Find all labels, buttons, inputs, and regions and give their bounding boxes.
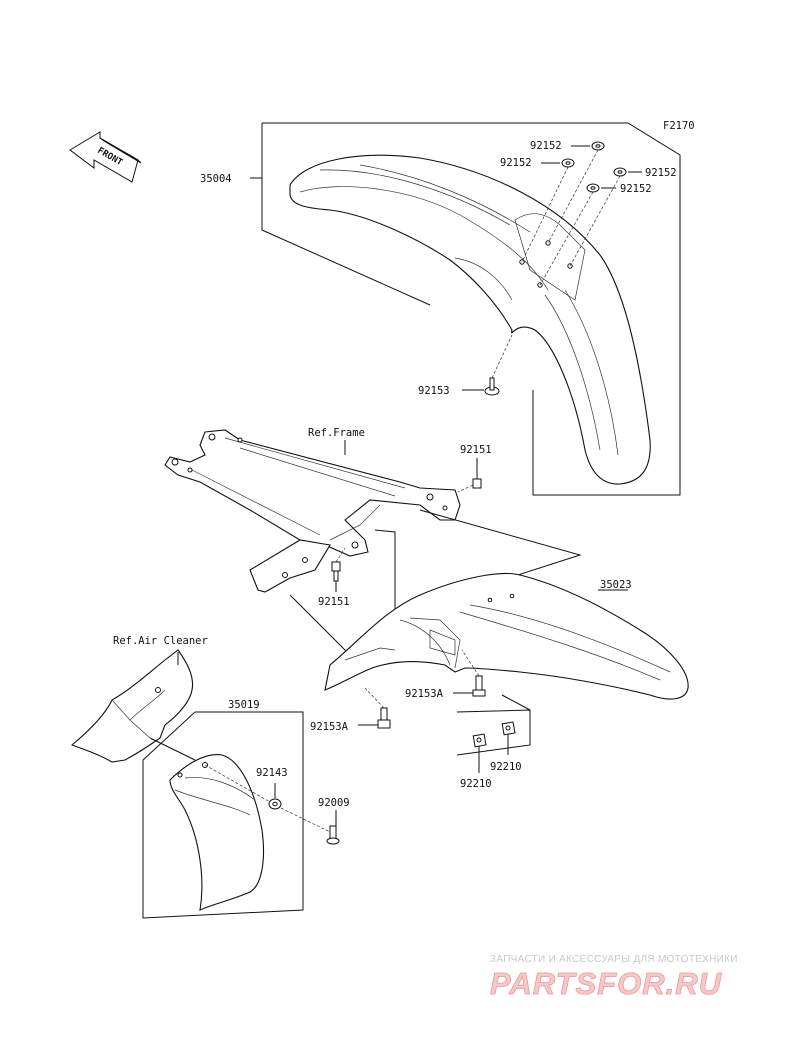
nut-92210-left — [472, 733, 487, 773]
label-92152-d: 92152 — [620, 183, 652, 195]
mud-guard — [169, 754, 265, 911]
screw-92009 — [280, 807, 340, 845]
front-fender-group-box — [262, 122, 681, 496]
bolt-92153 — [462, 334, 513, 396]
label-92153: 92153 — [418, 385, 450, 397]
label-35004: 35004 — [200, 173, 232, 185]
label-92210-right: 92210 — [490, 761, 522, 773]
label-92152-c: 92152 — [645, 167, 677, 179]
label-92152-b: 92152 — [500, 157, 532, 169]
nut-group-box — [456, 709, 531, 756]
label-92009: 92009 — [318, 797, 350, 809]
label-35023: 35023 — [600, 579, 632, 591]
washer-92143 — [204, 764, 282, 810]
mud-guard-group-box — [142, 711, 304, 919]
label-92210-left: 92210 — [460, 778, 492, 790]
ref-frame-label: Ref.Frame — [308, 427, 365, 439]
label-35019: 35019 — [228, 699, 260, 711]
rear-fender — [324, 572, 689, 700]
air-cleaner-housing — [70, 649, 194, 763]
front-fender-group-box-left — [261, 123, 431, 306]
label-92153A-left: 92153A — [310, 721, 349, 733]
grommets-92152 — [521, 141, 642, 286]
front-fender — [289, 154, 651, 485]
nut-92210-right — [501, 721, 516, 755]
bolt-92153A-left — [358, 687, 391, 729]
label-92143: 92143 — [256, 767, 288, 779]
label-92153A-right: 92153A — [405, 688, 444, 700]
bolt-92151-lower — [331, 547, 346, 592]
label-92152-a: 92152 — [530, 140, 562, 152]
bolt-92153A-right — [453, 649, 486, 697]
watermark-brand: PARTSFOR.RU — [490, 966, 723, 1001]
ref-air-cleaner-label: Ref.Air Cleaner — [113, 635, 208, 647]
front-direction-arrow: FRONT — [69, 131, 142, 183]
label-92151-lower: 92151 — [318, 596, 350, 608]
label-92151-upper: 92151 — [460, 444, 492, 456]
diagram-code: F2170 — [663, 120, 695, 132]
bolt-92151-upper — [457, 458, 482, 493]
watermark-tagline: ЗАПЧАСТИ И АКСЕССУАРЫ ДЛЯ МОТОТЕХНИКИ — [490, 954, 738, 965]
frame-subframe — [164, 429, 461, 593]
